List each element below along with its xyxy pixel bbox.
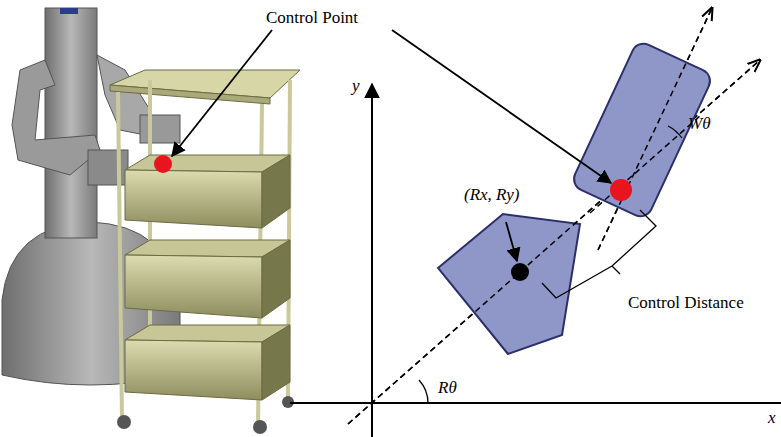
leader-lines xyxy=(172,30,611,261)
angle-label: Wθ xyxy=(688,115,711,132)
trolley-figure xyxy=(110,70,300,434)
axes xyxy=(290,84,781,437)
angle-label: Rθ xyxy=(438,379,457,396)
angle-arc xyxy=(419,380,428,403)
control-point-dot xyxy=(154,155,172,173)
robot-pentagon xyxy=(438,214,580,354)
control-point-dot xyxy=(610,179,632,201)
axis-label: y xyxy=(352,77,360,94)
axis-label: x xyxy=(768,409,776,426)
position-label: (Rx, Ry) xyxy=(464,186,519,203)
dashed-axis xyxy=(348,8,760,424)
wagon-rect xyxy=(570,40,714,221)
dimension-label: Control Distance xyxy=(628,294,744,311)
callout-label: Control Point xyxy=(266,9,358,26)
robot-center xyxy=(511,263,529,281)
angle-arc xyxy=(668,126,682,138)
distance-bracket xyxy=(542,210,656,298)
